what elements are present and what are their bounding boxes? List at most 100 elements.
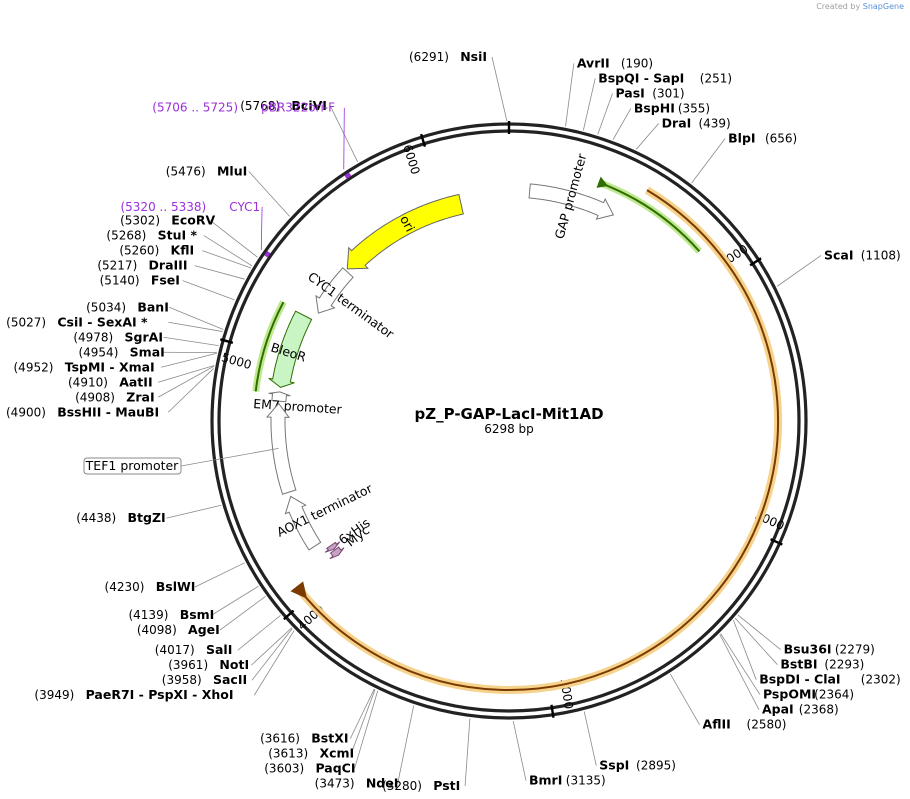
site-name: BciVI: [291, 98, 327, 113]
site-name: SalI: [206, 642, 232, 657]
site-position: (5260): [119, 244, 159, 258]
site-name: AatII: [119, 374, 152, 389]
site-position: (439): [698, 116, 730, 130]
site-position: (2364): [814, 688, 854, 702]
site-leader: [635, 123, 659, 150]
site-name: PspOMI: [763, 687, 816, 702]
site-name: NotI: [219, 657, 249, 672]
site-name: FseI: [151, 273, 180, 288]
site-leader: [565, 63, 575, 127]
site-zrai: ZraI(4908): [75, 365, 215, 404]
site-leader: [733, 619, 757, 680]
site-bsphi: BspHI(355): [612, 100, 710, 140]
site-leader: [168, 321, 223, 332]
site-name: BmrI: [529, 773, 562, 788]
site-leader: [691, 138, 726, 184]
site-name: SmaI: [130, 344, 165, 359]
site-position: (3616): [260, 732, 300, 746]
site-leader: [253, 630, 295, 696]
site-name: ApaI: [762, 702, 794, 717]
site-name: NsiI: [460, 49, 487, 64]
site-apai: ApaI (2368): [719, 634, 839, 717]
site-position: (5268): [106, 229, 146, 243]
gap-promoter-arrow: [528, 183, 615, 220]
scale-tick-2000: [770, 538, 783, 546]
site-bspdi-clai: BspDI - ClaI(2302): [733, 619, 901, 687]
site-leader: [168, 306, 224, 330]
scale-tick-4000: [283, 609, 295, 621]
6xhis-arrow: [324, 541, 341, 553]
primer-leader: [260, 206, 263, 251]
site-name: BanI: [137, 299, 169, 314]
site-leader: [211, 585, 259, 616]
site-name: PaeR7I - PspXI - XhoI: [86, 687, 234, 702]
site-leader: [157, 365, 215, 398]
bleor-arrow: [268, 310, 313, 388]
scale-tick-3000: [550, 704, 555, 718]
tef1-promoter-leader: [180, 447, 279, 467]
site-sacii: SacII(3958): [162, 628, 293, 687]
primer-range: (5320 .. 5338): [120, 200, 206, 214]
site-position: (6291): [409, 50, 449, 64]
laci-mit1ad-arrowhead: [290, 581, 308, 599]
site-name: XcmI: [319, 746, 354, 761]
ori-label: ori: [397, 213, 418, 234]
site-position: (2580): [747, 718, 787, 732]
site-sspi: SspI(2895): [583, 711, 676, 773]
site-position: (4952): [14, 360, 54, 374]
site-name: TspMI - XmaI: [65, 359, 155, 374]
site-name: DraIII: [149, 258, 188, 273]
site-position: (2279): [835, 643, 875, 657]
site-position: (4230): [105, 580, 145, 594]
site-position: (5217): [97, 259, 137, 273]
site-name: BstXI: [311, 731, 348, 746]
site-position: (4438): [76, 511, 116, 525]
site-drai: DraI (439): [635, 115, 731, 150]
site-position: (3961): [168, 658, 208, 672]
site-psti: PstI(3280): [382, 718, 471, 793]
site-pasi: PasI(301): [597, 85, 685, 135]
site-fsei: FseI(5140): [100, 273, 235, 301]
site-scai: ScaI(1108): [776, 247, 901, 287]
site-name: BspHI: [634, 100, 675, 115]
site-leader: [210, 220, 258, 258]
site-noti: NotI (3961): [168, 627, 292, 672]
site-name: BspQI - SapI: [598, 70, 684, 85]
site-leader: [202, 250, 252, 269]
scale-tick-1000: [749, 257, 762, 267]
tick-label: 6000: [400, 143, 422, 176]
site-position: (2368): [799, 703, 839, 717]
site-bsshii-maubi: BssHII - MauBI(4900): [6, 368, 214, 419]
site-position: (4978): [73, 330, 113, 344]
primer-name: CYC1: [229, 200, 260, 214]
site-leader: [512, 720, 527, 781]
site-position: (301): [652, 86, 684, 100]
site-kfli: KflI(5260): [119, 243, 252, 269]
site-leader: [250, 627, 292, 666]
site-name: NdeI: [366, 776, 399, 791]
site-pspomi: PspOMI(2364): [720, 633, 854, 702]
site-bani: BanI(5034): [86, 299, 224, 330]
plasmid-length: 6298 bp: [484, 422, 534, 436]
site-leader: [720, 633, 761, 695]
site-leader: [194, 265, 245, 280]
em7-promoter-label: EM7 promoter: [253, 396, 343, 417]
site-leader: [737, 614, 781, 651]
site-leader: [349, 688, 375, 739]
scale-tick-6000: [419, 133, 427, 147]
site-btgzi: BtgZI (4438): [76, 504, 222, 525]
site-name: StuI *: [158, 228, 198, 243]
tef1-promoter-box: [83, 457, 182, 475]
site-leader: [219, 595, 266, 631]
site-name: SacII: [213, 672, 247, 687]
scale-tick-5000: [220, 338, 234, 344]
site-position: (656): [765, 131, 797, 145]
site-position: (4954): [78, 345, 118, 359]
backbone-ring: [210, 121, 808, 720]
site-leader: [163, 336, 219, 347]
credit-prefix: Created by: [816, 2, 861, 11]
tef1-promoter-arrow: [265, 402, 297, 495]
site-name: DraI: [662, 115, 692, 130]
site-name: BtgZI: [128, 510, 166, 525]
